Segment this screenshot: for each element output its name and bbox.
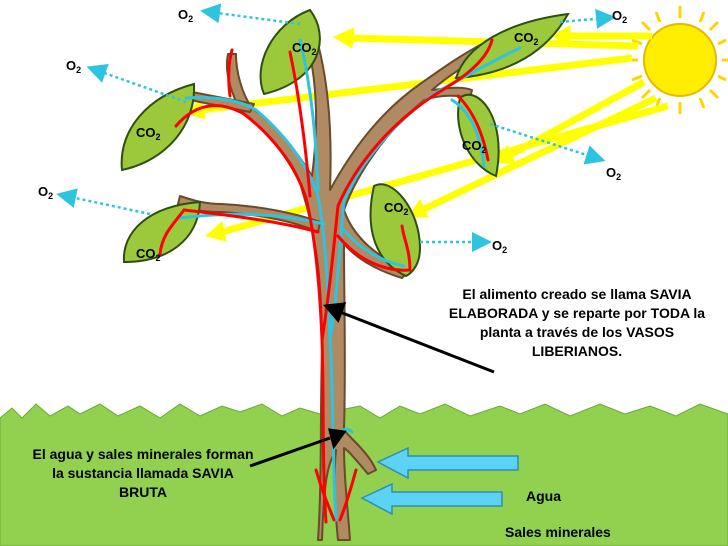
co2-label-5: CO2 [384,200,409,217]
o2-label-1: O2 [178,7,194,24]
o2-label-3: O2 [612,8,628,25]
co2-label-1: CO2 [292,40,317,57]
plant-vessels [158,38,522,524]
o2-label-2: O2 [66,58,82,75]
co2-label-6: CO2 [136,246,161,263]
sun-icon [626,6,728,114]
o2-label-4: O2 [606,165,622,182]
savia-bruta-note: El agua y sales minerales forman la sust… [32,446,254,500]
o2-label-6: O2 [492,238,508,255]
pointer-arrows [249,302,495,468]
oxygen-release-arrows [56,3,616,252]
sunlight-arrows [182,25,669,242]
water-arrow-icon [360,446,519,516]
co2-label-3: CO2 [136,125,161,142]
savia-elaborada-note: El alimento creado se llama SAVIA ELABOR… [448,286,706,359]
sales-minerales-label: Sales minerales [505,524,611,540]
o2-label-5: O2 [38,184,54,201]
co2-label-4: CO2 [462,138,487,155]
agua-label: Agua [526,488,561,504]
co2-label-2: CO2 [514,30,539,47]
